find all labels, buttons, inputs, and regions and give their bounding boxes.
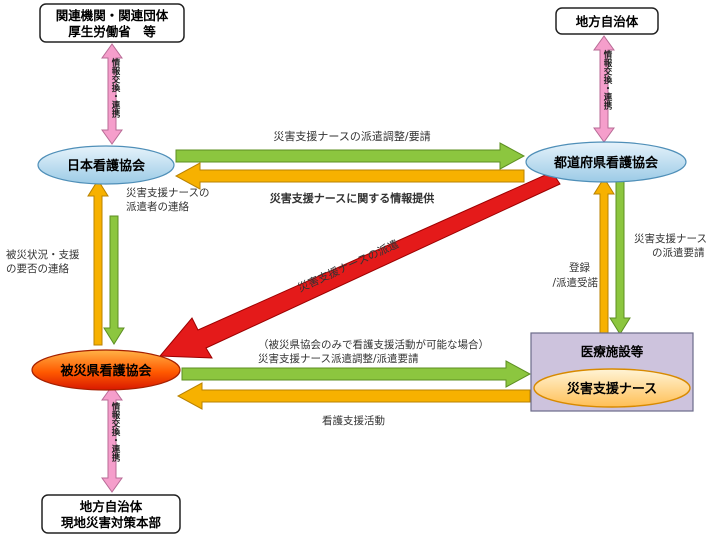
related-orgs-box: 関連機関・関連団体 厚生労働省 等 [39,3,185,43]
local-gov-top-label: 地方自治体 [576,14,639,29]
info-exchange-label-top-left: 情報交換・連携 [110,57,121,118]
dispatcher-contact-line2: 派遣者の連絡 [126,200,189,213]
red-arrow-prefecture-to-affected [158,171,561,359]
registration-line1: 登録 [569,261,590,274]
dispatcher-contact-line1: 災害支援ナースの [126,186,209,199]
prefectural-nursing-label: 都道府県看護協会 [553,155,659,171]
green-arrow-prefecture-to-facility [609,179,631,335]
dispatch-request-top-label: 災害支援ナースの派遣調整/要請 [273,129,430,143]
disaster-nurse-label: 災害支援ナース [567,381,657,397]
local-gov-bottom-line2: 現地災害対策本部 [61,515,162,530]
medical-facility-label: 医療施設等 [581,344,644,359]
orange-arrow-facility-to-prefecture [593,177,615,335]
related-orgs-line2: 厚生労働省 等 [68,24,156,39]
orange-arrow-prefecture-to-japan [174,162,525,190]
dispatch-request-right-line2: の派遣要請 [652,246,705,259]
dispatch-diagonal-label: 災害支援ナースの派遣 [295,237,400,295]
nursing-activity-label: 看護支援活動 [322,414,385,427]
green-arrow-japan-to-affected [103,215,125,345]
node-affected-nursing: 被災県看護協会 [31,349,181,391]
affected-only-note: （被災県協会のみで看護支援活動が可能な場合） [258,338,489,351]
affected-nursing-label: 被災県看護協会 [59,363,152,379]
node-disaster-nurse: 災害支援ナース [533,368,691,408]
node-japan-nursing: 日本看護協会 [37,145,175,185]
pink-arrow-top-right: 情報交換・連携 [593,35,615,143]
local-gov-bottom-box: 地方自治体 現地災害対策本部 [41,494,181,534]
dispatch-request-right-line1: 災害支援ナース [634,232,707,245]
info-exchange-label-top-right: 情報交換・連携 [602,49,613,110]
orange-arrow-affected-to-japan [87,179,109,346]
dispatch-request-bottom-label: 災害支援ナース派遣調整/派遣要請 [258,352,419,365]
related-orgs-line1: 関連機関・関連団体 [56,8,169,23]
local-gov-bottom-line1: 地方自治体 [80,499,143,514]
local-gov-top-box: 地方自治体 [555,7,659,35]
pink-arrow-bottom-left: 情報交換・連携 [101,385,123,493]
green-arrow-affected-to-facility [181,360,532,388]
node-prefectural-nursing: 都道府県看護協会 [525,141,687,183]
damage-status-line2: の要否の連絡 [6,262,69,275]
green-arrow-japan-to-prefecture [175,142,526,170]
registration-line2: /派遣受諾 [552,276,598,289]
damage-status-line1: 被災状況・支援 [6,248,80,261]
pink-arrow-top-left: 情報交換・連携 [101,43,123,145]
info-provision-label: 災害支援ナースに関する情報提供 [269,191,434,205]
info-exchange-label-bottom-left: 情報交換・連携 [110,401,121,462]
orange-arrow-facility-to-affected [176,382,531,410]
japan-nursing-label: 日本看護協会 [67,158,146,174]
